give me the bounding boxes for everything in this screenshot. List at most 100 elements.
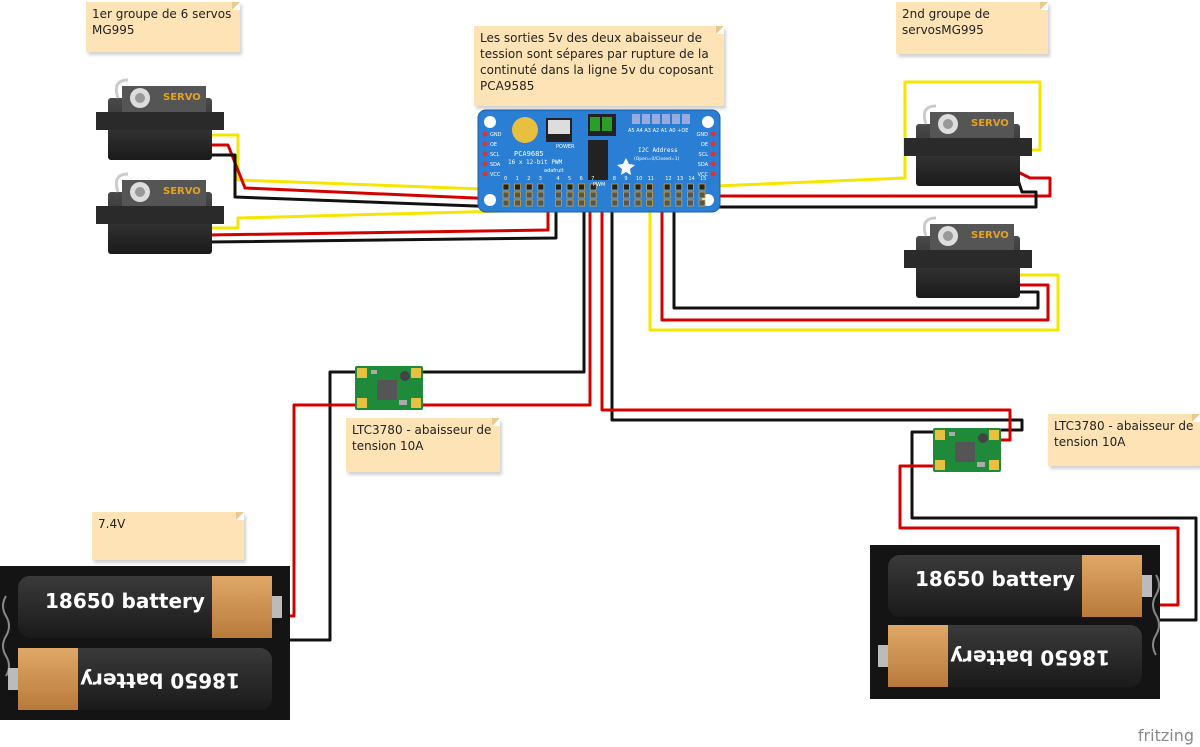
header-pin	[646, 183, 654, 191]
header-pin	[589, 191, 597, 199]
i2c-sub: (Open=0/Closed=1)	[634, 156, 680, 162]
header-pin	[537, 199, 545, 207]
header-pin	[502, 191, 510, 199]
servo-3: SERVO	[902, 104, 1034, 188]
header-pin	[514, 183, 521, 191]
note-servo-group-1-text: 1er groupe de 6 servos MG995	[92, 7, 232, 37]
header-pin	[525, 199, 533, 207]
header-pin	[589, 183, 597, 191]
svg-text:SDA: SDA	[490, 162, 501, 168]
channel-number: 11	[648, 176, 654, 182]
channel-number: 7	[591, 176, 594, 182]
svg-text:OE: OE	[490, 142, 497, 148]
fritzing-watermark: fritzing	[1137, 726, 1194, 745]
header-pin	[537, 183, 545, 191]
note-fold	[492, 418, 500, 426]
right-pin-labels: GND OE SCL SDA VCC	[697, 131, 716, 178]
note-fold	[232, 2, 240, 10]
note-servo-group-2-text: 2nd groupe de servosMG995	[902, 7, 994, 37]
channel-number: 3	[539, 176, 542, 182]
note-servo-group-2[interactable]: 2nd groupe de servosMG995	[896, 2, 1048, 54]
svg-text:VCC: VCC	[490, 172, 501, 178]
note-fold	[1040, 2, 1048, 10]
battery-pack-1: 18650 battery 18650 battery	[0, 566, 290, 720]
servo-label: SERVO	[163, 186, 201, 197]
channel-number: 13	[677, 176, 683, 182]
channel-number: 0	[504, 176, 507, 182]
header-pin	[514, 199, 521, 207]
header-pin	[622, 183, 630, 191]
header-pin	[634, 199, 642, 207]
header-pin	[525, 191, 533, 199]
header-pin	[611, 183, 619, 191]
header-pin	[525, 183, 533, 191]
header-pin	[675, 199, 683, 207]
header-pin	[589, 199, 597, 207]
reg1-wires	[422, 190, 592, 407]
battery-cell-1-label: 18650 battery	[45, 589, 205, 613]
header-pin	[675, 183, 683, 191]
ltc3780-regulator-1	[355, 366, 423, 410]
servo-label: SERVO	[971, 118, 1009, 129]
channel-number: 6	[580, 176, 583, 182]
header-pin	[622, 191, 630, 199]
header-pin	[622, 199, 630, 207]
header-pin	[555, 183, 562, 191]
servo-1: SERVO	[94, 78, 226, 162]
channel-number: 8	[613, 176, 616, 182]
ltc3780-regulator-2	[933, 428, 1001, 472]
header-pin	[646, 199, 654, 207]
note-battery-voltage[interactable]: 7.4V	[92, 512, 244, 560]
battery-cell-3-label: 18650 battery	[915, 567, 1075, 591]
brand-label: adafruit	[544, 168, 564, 174]
channel-number: 14	[688, 176, 694, 182]
header-pin	[566, 191, 574, 199]
svg-text:SDA: SDA	[698, 162, 709, 168]
note-controller[interactable]: Les sorties 5v des deux abaisseur de tes…	[474, 26, 724, 106]
battery-cell-2-label: 18650 battery	[80, 669, 240, 693]
header-pin	[686, 183, 694, 191]
svg-text:GND: GND	[490, 132, 502, 138]
chip-name: PCA9685	[514, 150, 544, 158]
battery-cell-4-label: 18650 battery	[950, 646, 1110, 670]
header-pin	[578, 183, 585, 191]
address-pins: A5 A4 A3 A2 A1 A0 +OE	[628, 128, 688, 134]
note-regulator-1-text: LTC3780 - abaisseur de tension 10A	[352, 423, 496, 453]
channel-number: 12	[665, 176, 671, 182]
note-fold	[236, 512, 244, 520]
header-pin	[514, 191, 521, 199]
header-pin	[555, 199, 562, 207]
channel-number: 15	[700, 176, 706, 182]
note-battery-voltage-text: 7.4V	[98, 517, 126, 531]
header-pin	[646, 191, 654, 199]
star-icon	[617, 158, 635, 175]
header-pin	[578, 199, 585, 207]
channel-number: 5	[568, 176, 571, 182]
channel-number: 4	[556, 176, 559, 182]
i2c-title: I2C Address	[638, 147, 678, 154]
pwm-header-pins	[502, 183, 706, 207]
servo-2: SERVO	[94, 172, 226, 256]
chip-subtitle: 16 x 12-bit PWM	[508, 159, 563, 166]
servo-label: SERVO	[163, 92, 201, 103]
header-pin	[566, 199, 574, 207]
header-pin	[611, 191, 619, 199]
note-regulator-1[interactable]: LTC3780 - abaisseur de tension 10A	[346, 418, 500, 472]
note-servo-group-1[interactable]: 1er groupe de 6 servos MG995	[86, 2, 240, 52]
header-pin	[663, 199, 671, 207]
pwm-label: PWM	[593, 182, 605, 188]
left-pin-labels: GND OE SCL SDA VCC	[482, 131, 502, 178]
header-pin	[686, 199, 694, 207]
svg-text:OE: OE	[701, 142, 708, 148]
header-pin	[663, 183, 671, 191]
header-pin	[698, 191, 706, 199]
header-pin	[502, 183, 510, 191]
power-label: POWER	[556, 144, 575, 150]
svg-text:SCL: SCL	[490, 152, 500, 158]
note-regulator-2[interactable]: LTC3780 - abaisseur de tension 10A	[1048, 414, 1200, 466]
note-fold	[716, 26, 724, 34]
header-pin	[686, 191, 694, 199]
servo4-wires	[648, 185, 1060, 332]
